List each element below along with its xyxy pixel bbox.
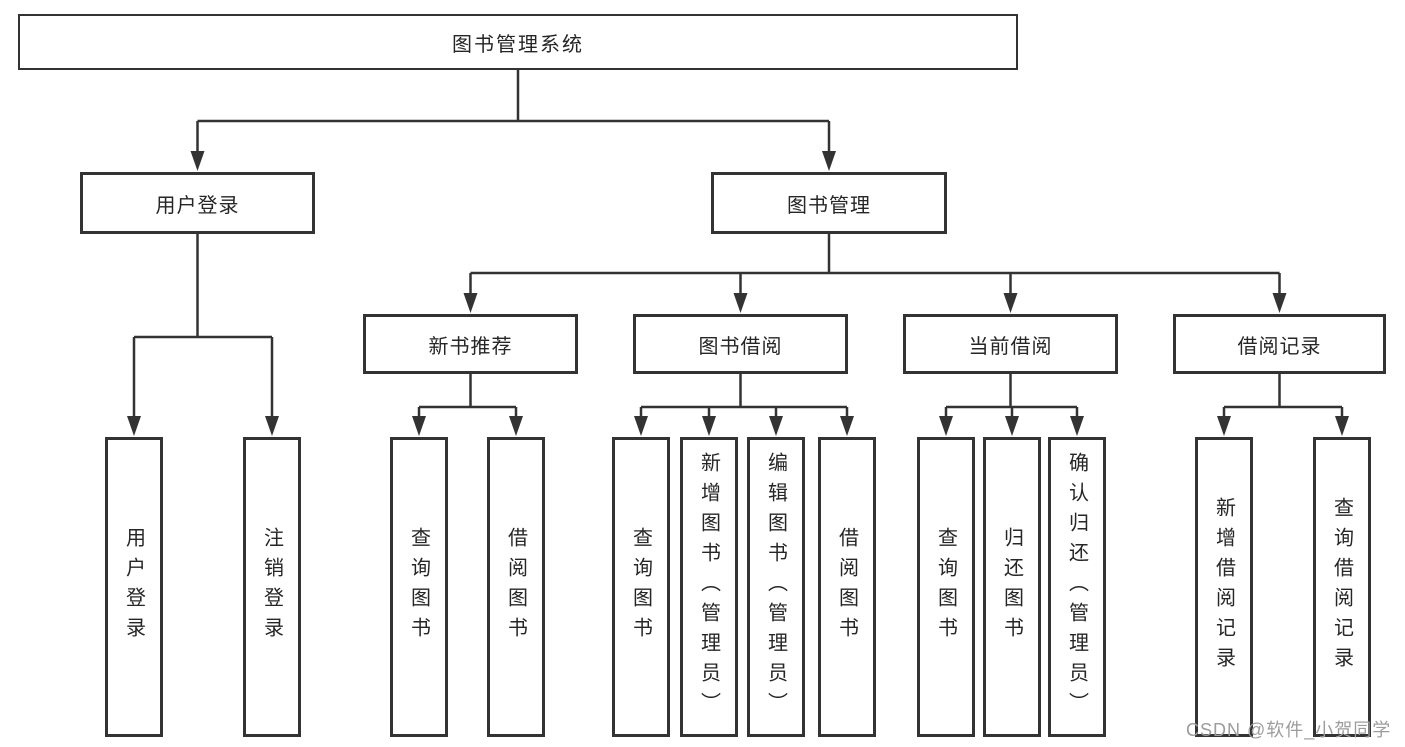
- leaf-query-books-borrow: 查询图书: [612, 437, 670, 737]
- leaf-query-books-recommend: 查询图书: [390, 437, 448, 737]
- leaf-query-borrow-record: 查询借阅记录: [1313, 437, 1371, 737]
- node-root-system: 图书管理系统: [18, 14, 1018, 70]
- node-user-login: 用户登录: [80, 172, 315, 234]
- leaf-user-login: 用户登录: [105, 437, 163, 737]
- leaf-logout: 注销登录: [243, 437, 301, 737]
- node-new-book-recommend: 新书推荐: [363, 314, 578, 374]
- csdn-watermark: CSDN @软件_小贺同学: [1186, 720, 1392, 740]
- node-book-management: 图书管理: [711, 172, 947, 234]
- leaf-query-books-current: 查询图书: [917, 437, 975, 737]
- leaf-confirm-return-admin: 确认归还（管理员）: [1048, 437, 1106, 737]
- node-book-borrow: 图书借阅: [633, 314, 848, 374]
- leaf-add-book-admin: 新增图书（管理员）: [680, 437, 738, 737]
- node-current-borrow: 当前借阅: [903, 314, 1118, 374]
- leaf-edit-book-admin: 编辑图书（管理员）: [747, 437, 805, 737]
- leaf-borrow-books: 借阅图书: [818, 437, 876, 737]
- node-borrow-records: 借阅记录: [1173, 314, 1386, 374]
- leaf-return-book: 归还图书: [983, 437, 1041, 737]
- leaf-borrow-books-recommend: 借阅图书: [487, 437, 545, 737]
- leaf-add-borrow-record: 新增借阅记录: [1195, 437, 1253, 737]
